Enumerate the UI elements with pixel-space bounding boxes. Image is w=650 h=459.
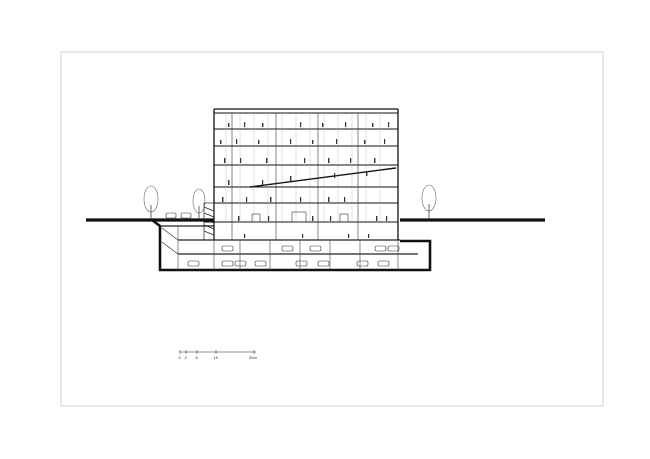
scale-tick-label: 10 <box>214 355 219 360</box>
scale-bar: 0 2 5 10 20m <box>179 350 257 360</box>
floor-slabs <box>204 112 398 223</box>
scale-tick-label: 20m <box>249 355 257 360</box>
tree-right <box>421 184 437 219</box>
facade-grid <box>225 113 381 222</box>
tree-left <box>143 185 159 219</box>
car-at-grade <box>180 212 192 219</box>
ground-floor-voids <box>251 211 349 223</box>
scale-tick-label: 2 <box>185 355 188 360</box>
people-figures <box>220 122 390 238</box>
basement-columns <box>177 226 399 270</box>
basement-slabs <box>160 225 418 255</box>
basement-outline <box>151 218 432 272</box>
scale-tick-label: 5 <box>196 355 199 360</box>
scale-tick-label: 0 <box>179 355 182 360</box>
parking-ramp <box>161 227 179 255</box>
circulation-core <box>203 202 215 241</box>
sloped-ramp-slab <box>249 167 397 188</box>
car-at-grade <box>165 212 177 219</box>
drawing-frame <box>60 51 604 407</box>
parked-cars-level-2 <box>187 260 390 267</box>
structural-columns <box>231 113 359 240</box>
parked-cars-level-1 <box>221 245 400 252</box>
tree-center-left <box>192 188 206 219</box>
